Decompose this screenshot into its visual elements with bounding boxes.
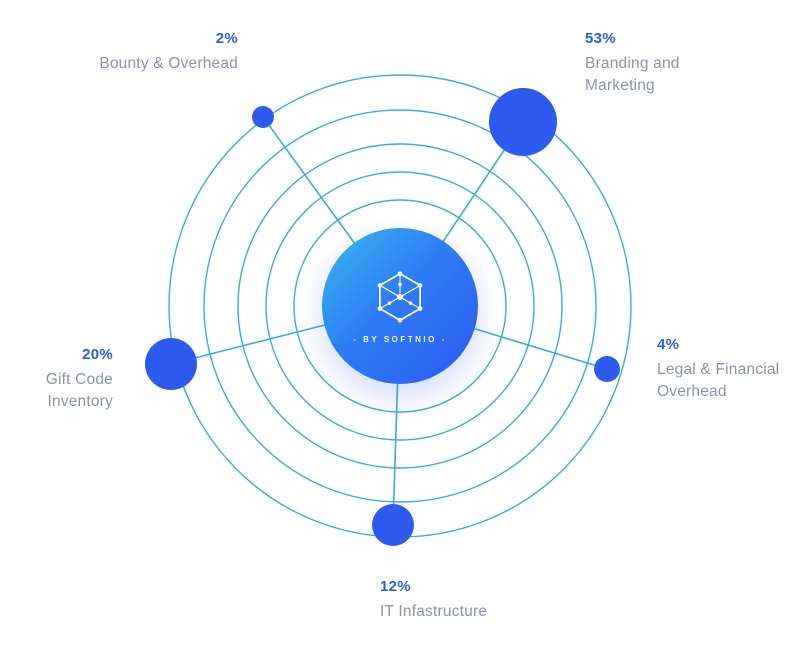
orbit-ring-2 — [265, 171, 535, 441]
segment-bounty-percent: 2% — [215, 30, 238, 47]
orbit-ring-1 — [293, 199, 507, 413]
segment-gift: 20% Gift Code Inventory — [46, 346, 113, 412]
segment-legal-percent: 4% — [657, 336, 680, 353]
segment-gift-label: Gift Code Inventory — [45, 371, 113, 410]
center-hub: - BY SOFTNIO - — [322, 228, 478, 384]
segment-bounty: 2% Bounty & Overhead — [99, 30, 238, 75]
dot-gift — [145, 338, 197, 390]
dot-branding — [489, 88, 557, 156]
segment-branding-percent: 53% — [585, 30, 616, 47]
orbit-ring-4 — [203, 109, 597, 503]
center-caption: - BY SOFTNIO - — [353, 335, 447, 344]
segment-legal-label: Legal & Financial Overhead — [657, 361, 780, 400]
orbit-ring-3 — [237, 143, 563, 469]
segment-branding-label: Branding and Marketing — [585, 55, 680, 94]
dot-legal — [594, 356, 620, 382]
segment-legal: 4% Legal & Financial Overhead — [657, 336, 779, 402]
segment-gift-percent: 20% — [82, 346, 113, 363]
dot-it — [372, 504, 414, 546]
dot-bounty — [252, 106, 274, 128]
segment-it-label: IT Infastructure — [380, 603, 488, 620]
segment-it: 12% IT Infastructure — [380, 578, 487, 623]
segment-bounty-label: Bounty & Overhead — [99, 55, 238, 72]
segment-it-percent: 12% — [380, 578, 411, 595]
hexagon-network-icon — [377, 271, 423, 323]
segment-branding: 53% Branding and Marketing — [585, 30, 680, 96]
